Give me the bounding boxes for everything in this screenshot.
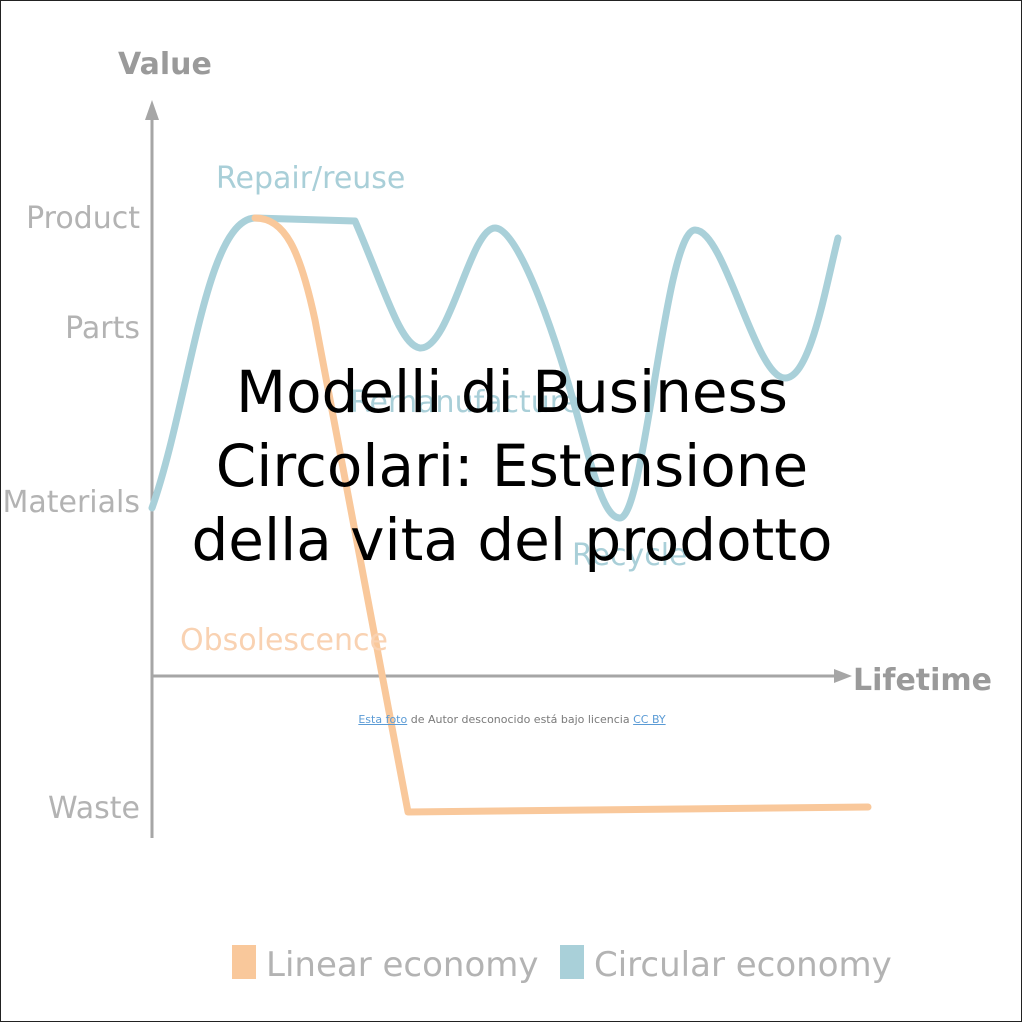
level-label-parts: Parts: [65, 311, 140, 346]
phase-label-obsolescence: Obsolescence: [180, 623, 388, 658]
credit-license-link[interactable]: CC BY: [633, 713, 666, 726]
level-label-product: Product: [26, 201, 140, 236]
slide-title: Modelli di Business Circolari: Estension…: [100, 355, 924, 577]
credit-text: de Autor desconocido está bajo licencia: [407, 713, 634, 726]
linear-economy-curve: [251, 214, 872, 816]
phase-label-remanufacture: Remanufacture: [350, 385, 580, 420]
circular-economy-curve: [148, 214, 842, 522]
y-axis-title: Value: [118, 47, 212, 82]
legend-label-linear: Linear economy: [266, 945, 538, 985]
phase-label-repair-reuse: Repair/reuse: [216, 161, 405, 196]
phase-label-recycle: Recycle: [572, 538, 688, 573]
legend-swatch-linear: [232, 945, 256, 979]
slide-title-line-1: Modelli di Business: [236, 358, 788, 426]
slide-title-line-2: Circolari: Estensione: [215, 432, 809, 500]
x-axis-arrow-icon: [834, 669, 852, 683]
image-credit: Esta foto de Autor desconocido está bajo…: [0, 713, 1024, 726]
slide-title-line-3: della vita del prodotto: [191, 506, 833, 574]
legend-swatch-circular: [560, 945, 584, 979]
y-axis-arrow-icon: [145, 100, 159, 120]
level-label-materials: Materials: [2, 485, 140, 520]
x-axis-title: Lifetime: [853, 663, 992, 698]
credit-photo-link[interactable]: Esta foto: [358, 713, 408, 726]
legend-label-circular: Circular economy: [594, 945, 892, 985]
level-label-waste: Waste: [48, 791, 140, 826]
